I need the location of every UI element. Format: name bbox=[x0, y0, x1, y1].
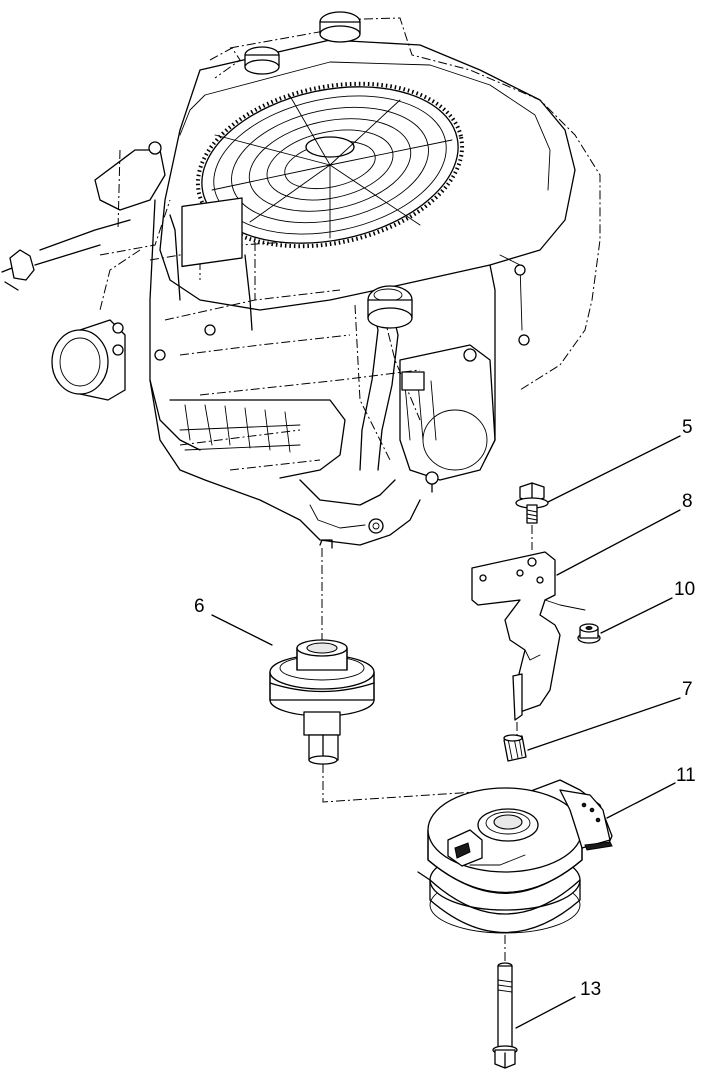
callout-10: 10 bbox=[674, 579, 696, 600]
callout-11: 11 bbox=[676, 765, 696, 786]
bolt-icon bbox=[515, 482, 549, 524]
pulley-icon bbox=[269, 639, 375, 765]
bolt-icon bbox=[492, 962, 518, 1069]
callout-5: 5 bbox=[682, 417, 693, 438]
leader-lines bbox=[211, 435, 681, 1029]
callout-6: 6 bbox=[194, 596, 205, 617]
engine-icon bbox=[1, 11, 601, 549]
spacer-icon bbox=[503, 734, 527, 762]
callout-8: 8 bbox=[682, 491, 693, 512]
callout-13: 13 bbox=[580, 979, 602, 1000]
callout-7: 7 bbox=[682, 679, 693, 700]
electric-clutch-icon bbox=[417, 779, 613, 934]
flange-nut-icon bbox=[577, 623, 601, 644]
bracket-icon bbox=[471, 551, 586, 721]
